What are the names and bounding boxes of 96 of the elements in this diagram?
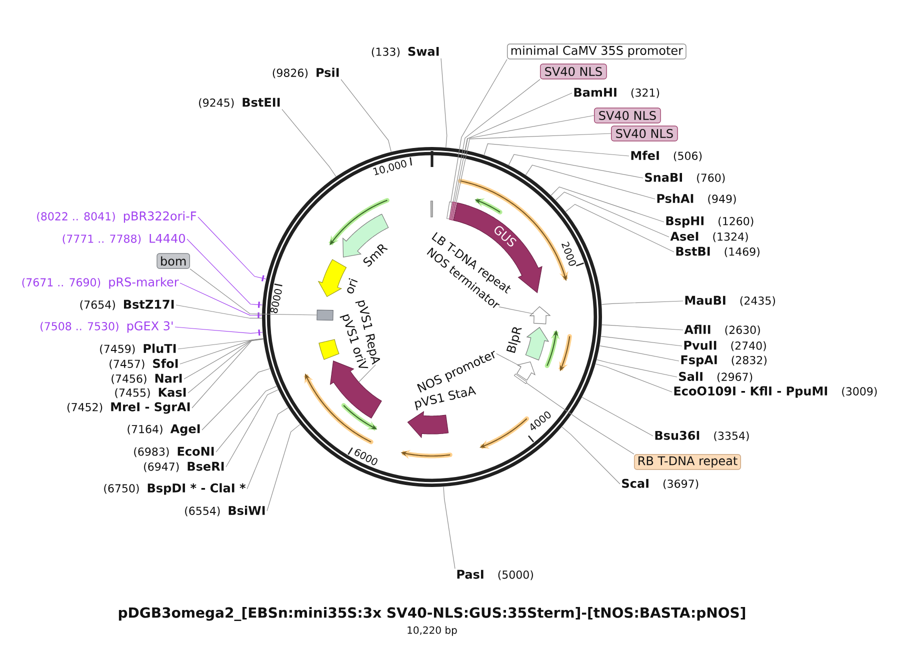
enzyme-label: (6947) BseRI — [144, 462, 224, 472]
enzyme-label: (133) SwaI — [372, 46, 439, 58]
enzyme-label: SalI (2967) — [679, 372, 752, 382]
leader-line — [176, 304, 262, 319]
primer-label: (8022 .. 8041) pBR322ori-F — [37, 211, 196, 223]
caption: 10,220 bp — [408, 626, 457, 636]
enzyme-label: (6554) BsiWI — [185, 506, 265, 516]
leader-line — [595, 364, 672, 392]
leader-line — [266, 424, 300, 512]
feature-box — [316, 310, 334, 321]
leader-line — [562, 426, 620, 484]
leader-line — [180, 282, 262, 316]
enzyme-label: (6750) BspDI * - ClaI * — [104, 483, 246, 495]
leader-line — [178, 338, 264, 350]
leader-line — [601, 300, 684, 305]
enzyme-label: (6983) EcoNI — [134, 446, 214, 458]
feature-label: bom — [156, 253, 190, 269]
leader-line — [174, 326, 263, 334]
feature-label: minimal CaMV 35S promoter — [507, 44, 686, 60]
enzyme-label: (7164) AgeI — [128, 424, 200, 436]
leader-line — [180, 338, 264, 364]
feature-bar — [514, 374, 528, 384]
feature-block — [529, 306, 551, 324]
tick-label: 6000 — [354, 449, 378, 466]
enzyme-label: EcoO109I - KflI - PpuMI (3009) — [674, 386, 877, 398]
enzyme-label: (7456) NarI — [112, 374, 182, 384]
enzyme-label: ScaI (3697) — [622, 478, 698, 490]
leader-line — [596, 359, 678, 378]
title: pDGB3omega2_[EBSn:mini35S:3x SV40-NLS:GUS:35Sterm]-[tNOS:BASTA:pNOS] — [118, 607, 746, 621]
enzyme-label: BspHI (1260) — [666, 216, 754, 228]
feature-label: SV40 NLS — [611, 126, 678, 142]
leader-line — [188, 338, 264, 394]
enzyme-label: (9245) BstEII — [199, 98, 280, 108]
leader-line — [216, 386, 277, 452]
leader-line — [358, 364, 376, 382]
enzyme-label: MfeI (506) — [631, 150, 702, 162]
enzyme-label: PasI (5000) — [457, 570, 533, 580]
leader-line — [456, 133, 612, 203]
feature-label: RB T-DNA repeat — [634, 454, 741, 470]
leader-line — [450, 59, 508, 202]
leader-line — [600, 336, 682, 346]
leader-line — [282, 109, 336, 177]
leader-line — [202, 368, 270, 430]
leader-line — [498, 306, 534, 314]
enzyme-label: AflII (2630) — [684, 324, 760, 336]
leader-line — [190, 268, 318, 316]
enzyme-label: (7459) PluTI — [100, 344, 176, 354]
leader-line — [198, 216, 266, 280]
feature-label: ori — [347, 278, 358, 294]
enzyme-label: PshAI (949) — [657, 194, 736, 204]
enzyme-label: BamHI (321) — [574, 88, 660, 98]
enzyme-label: (7455) KasI — [115, 388, 186, 398]
primer-label: (7508 .. 7530) pGEX 3' — [40, 321, 173, 333]
leader-line — [186, 238, 263, 306]
leader-line — [246, 407, 288, 490]
enzyme-label: PvuII (2740) — [684, 340, 766, 352]
leader-line — [582, 396, 654, 436]
enzyme-label: SnaBI (760) — [645, 172, 725, 184]
enzyme-label: (7452) MreI - SgrAI — [67, 402, 190, 414]
tick-label: 10,000 — [373, 160, 406, 176]
enzyme-label: AseI (1324) — [670, 232, 748, 242]
leader-line — [465, 92, 572, 150]
tick-label: 8000 — [270, 289, 282, 314]
leader-line — [508, 154, 644, 178]
leader-line — [184, 338, 264, 380]
feature-bar — [446, 202, 452, 220]
enzyme-label: (7654) BstZ17I — [80, 300, 174, 310]
enzyme-label: BstBI (1469) — [676, 246, 760, 258]
leader-line — [496, 353, 522, 367]
leader-line — [484, 143, 630, 156]
leader-line — [192, 338, 264, 408]
leader-line — [565, 204, 674, 252]
enzyme-label: FspAI (2832) — [681, 355, 766, 367]
leader-line — [226, 389, 278, 468]
leader-line — [599, 346, 680, 362]
feature-label: SV40 NLS — [594, 108, 661, 124]
leader-line — [454, 115, 594, 202]
tick-label: 2000 — [561, 242, 576, 266]
leader-line — [555, 192, 670, 238]
leader-line — [602, 324, 684, 330]
leader-line — [443, 486, 456, 569]
feature-label: SV40 NLS — [540, 64, 607, 80]
enzyme-label: Bsu36I (3354) — [655, 430, 749, 442]
plasmid-ring — [262, 147, 602, 487]
leader-line — [526, 382, 634, 454]
leader-line — [550, 186, 664, 222]
enzyme-label: (9826) PsiI — [272, 68, 339, 78]
leader-line — [525, 164, 656, 200]
enzyme-label: MauBI (2435) — [685, 296, 776, 306]
primer-label: (7771 .. 7788) L4440 — [62, 234, 185, 244]
leader-line — [440, 58, 448, 148]
feature-label: BlpR — [506, 327, 522, 354]
leader-line — [340, 79, 392, 152]
leader-line — [452, 79, 540, 202]
enzyme-label: (7457) SfoI — [110, 358, 178, 370]
primer-label: (7671 .. 7690) pRS-marker — [22, 277, 179, 289]
